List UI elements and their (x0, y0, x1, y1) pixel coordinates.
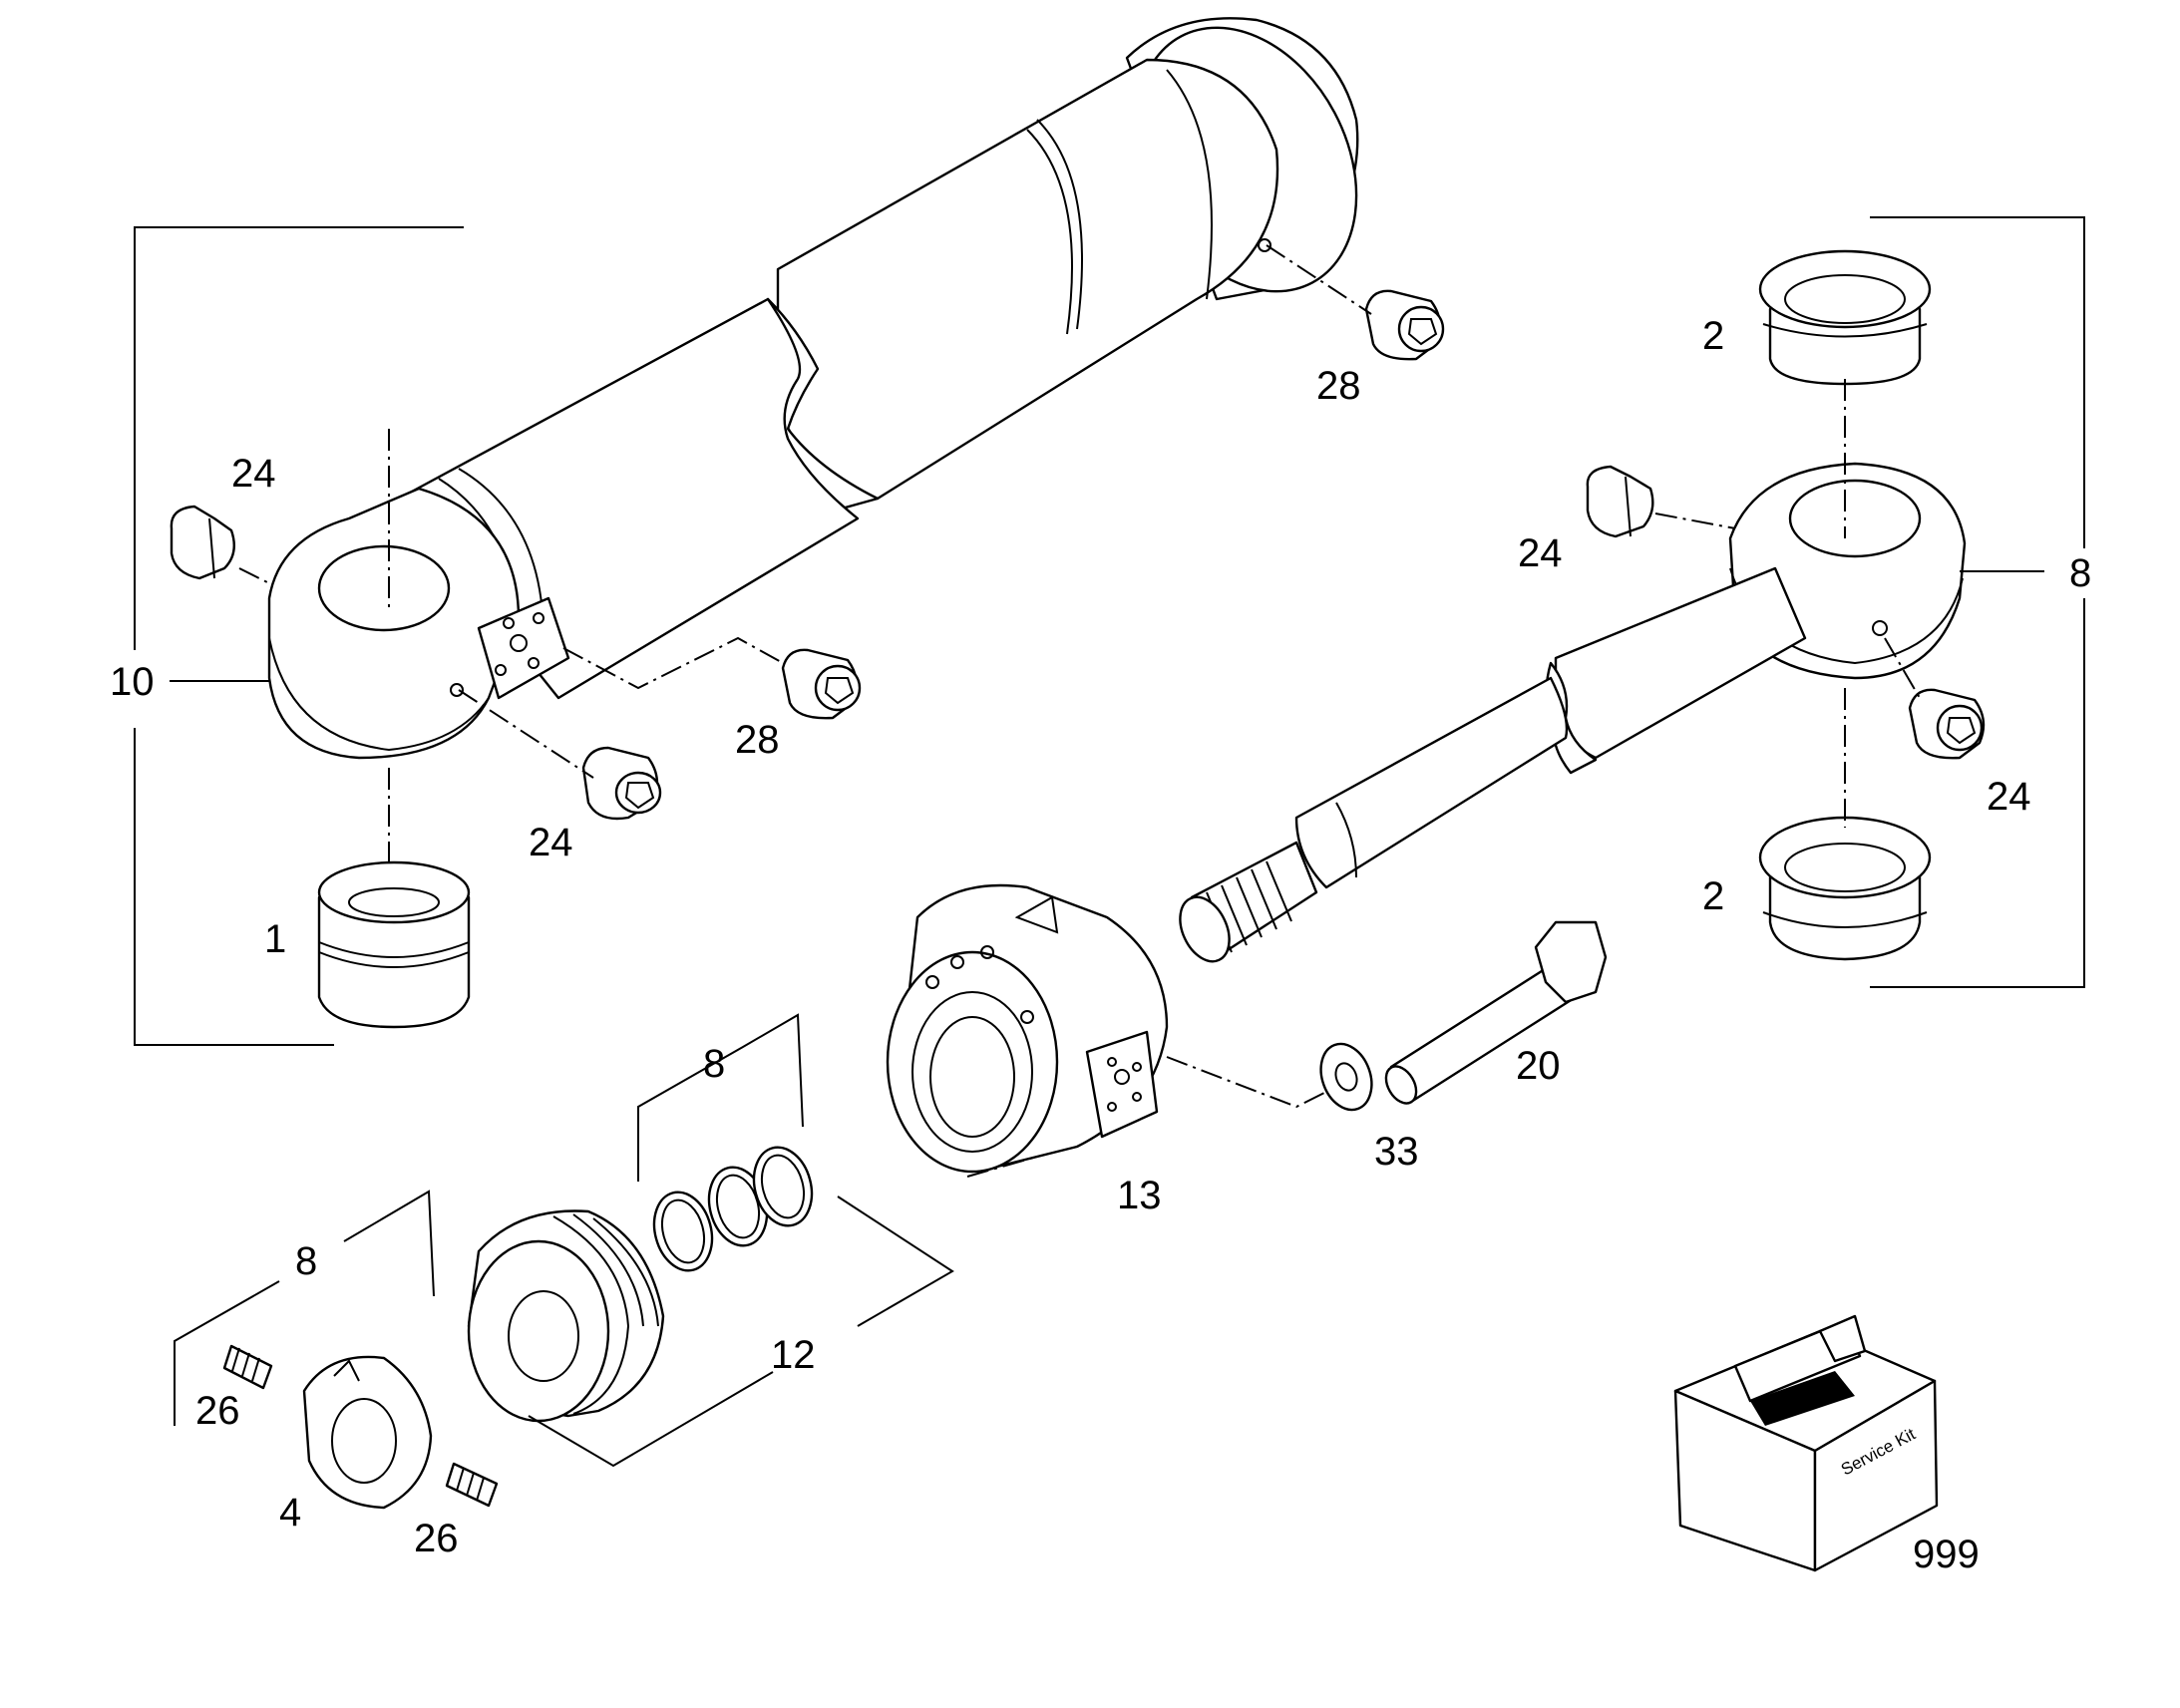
piston (467, 1209, 665, 1423)
cylinder-barrel (267, 17, 1359, 760)
piston-rod (1179, 462, 1967, 963)
set-screw-26b (445, 1462, 499, 1508)
callout-10: 10 (110, 660, 155, 704)
callout-24-a: 24 (231, 452, 276, 496)
bolt (1384, 920, 1608, 1105)
plug-screw-28a (781, 648, 862, 720)
set-screw-26a (222, 1344, 273, 1390)
callout-8-seals: 8 (703, 1042, 725, 1086)
callout-24-d: 24 (1987, 775, 2031, 819)
plug-screw-28b (1364, 289, 1445, 361)
callout-26-a: 26 (195, 1389, 240, 1433)
callout-13: 13 (1117, 1174, 1162, 1217)
callout-1: 1 (264, 917, 286, 961)
callout-24-c: 24 (1518, 531, 1563, 575)
center-lines (238, 244, 1921, 1178)
callout-8-rod: 8 (2069, 551, 2091, 595)
callout-20: 20 (1516, 1044, 1561, 1088)
plug-screw-24d (1908, 688, 1986, 760)
callout-2-bottom: 2 (1702, 874, 1724, 918)
callout-999: 999 (1913, 1533, 1980, 1576)
callout-4: 4 (279, 1491, 301, 1535)
brackets (134, 216, 2085, 1468)
plug-screw-24c (1586, 465, 1654, 538)
callout-8-nut: 8 (295, 1239, 317, 1283)
callout-26-b: 26 (414, 1517, 459, 1560)
washer (1319, 1042, 1373, 1112)
callout-28-a: 28 (735, 718, 780, 762)
slotted-nut (302, 1355, 433, 1510)
callouts: 1 2 2 4 8 8 8 10 12 13 20 24 24 24 24 26… (110, 314, 2091, 1576)
callout-28-b: 28 (1316, 364, 1361, 408)
callout-12: 12 (771, 1333, 816, 1377)
cylinder-gland (886, 883, 1169, 1174)
callout-24-b: 24 (529, 821, 573, 864)
callout-2-top: 2 (1702, 314, 1724, 358)
callout-33: 33 (1374, 1130, 1419, 1174)
bushing-top (1758, 249, 1932, 386)
plug-screw-24b (581, 746, 662, 821)
service-kit-box: Service Kit (1673, 1314, 1939, 1572)
bearing-sleeve (317, 860, 471, 1029)
plug-screw-24a (170, 505, 235, 580)
seal-rings (652, 1146, 814, 1272)
bushing-bottom (1758, 816, 1932, 961)
